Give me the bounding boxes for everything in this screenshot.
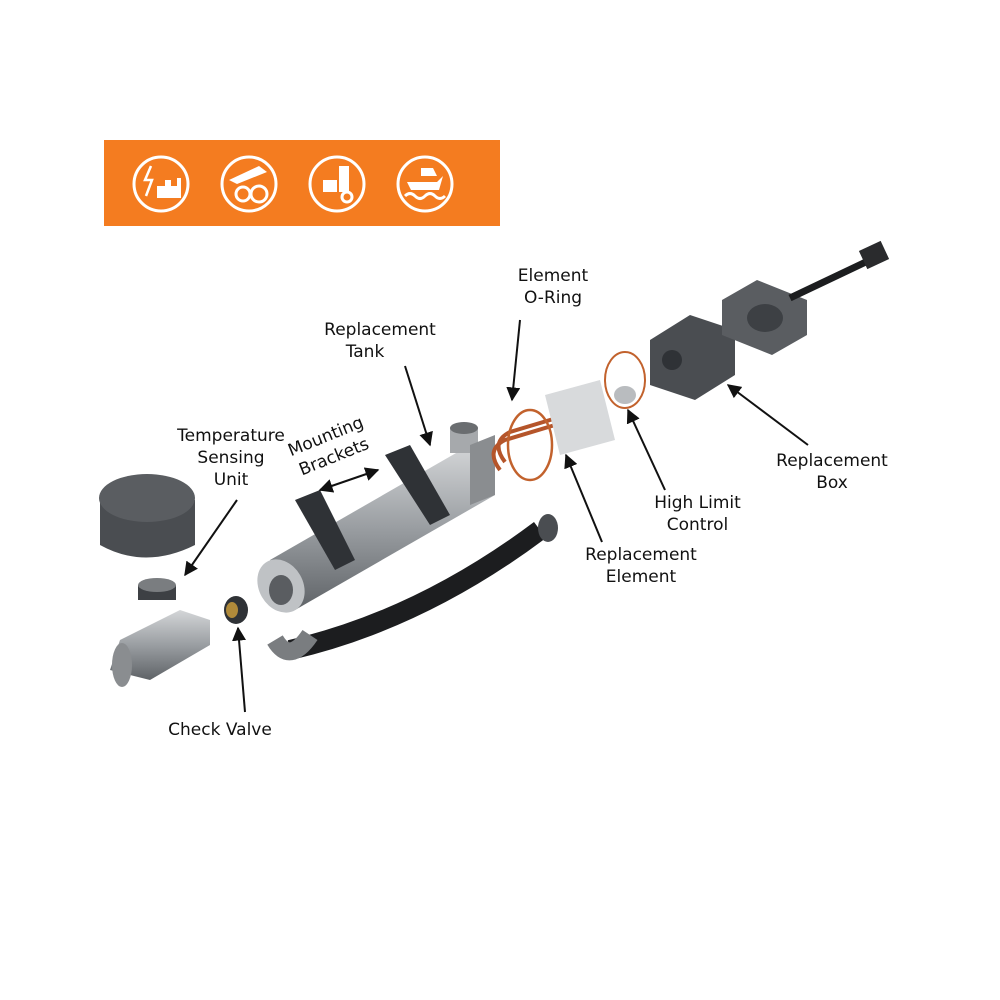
power-cord: [788, 240, 890, 302]
label-line: High Limit: [654, 493, 741, 513]
label-line: Box: [816, 473, 848, 493]
semi-truck-icon: [308, 155, 366, 213]
check-valve: [224, 596, 248, 624]
heating-element: [491, 380, 615, 472]
element-oring: [506, 408, 554, 482]
box-cover: [722, 280, 807, 355]
high-limit-control: [614, 386, 636, 404]
label-line: Control: [666, 515, 729, 535]
label-line: Unit: [213, 470, 249, 490]
temperature-sensing-unit-box: [99, 474, 195, 558]
valve-body: [110, 610, 210, 687]
label-line: Replacement: [585, 545, 697, 565]
label-line: Tank: [345, 342, 385, 362]
mounting-brackets: [295, 445, 450, 570]
power-generation-icon: [132, 155, 190, 213]
label-line: Replacement: [776, 451, 888, 471]
label-line: Replacement: [324, 320, 436, 340]
label-line: Check Valve: [168, 720, 272, 740]
callout-arrows: [184, 319, 809, 713]
temperature-sensor: [138, 578, 176, 600]
hose: [267, 514, 558, 661]
mining-haul-truck-icon: [220, 155, 278, 213]
label-line: O-Ring: [523, 288, 583, 308]
replacement-tank: [257, 422, 495, 613]
label-line: Element: [517, 266, 589, 286]
control-oring: [604, 351, 646, 409]
label-check-valve: Check Valve: [160, 719, 280, 741]
label-line: Sensing: [197, 448, 265, 468]
label-line: Element: [605, 567, 677, 587]
marine-boat-icon: [396, 155, 454, 213]
application-icons-banner: [104, 140, 500, 226]
replacement-box: [650, 315, 735, 400]
label-line: Temperature: [177, 426, 285, 446]
